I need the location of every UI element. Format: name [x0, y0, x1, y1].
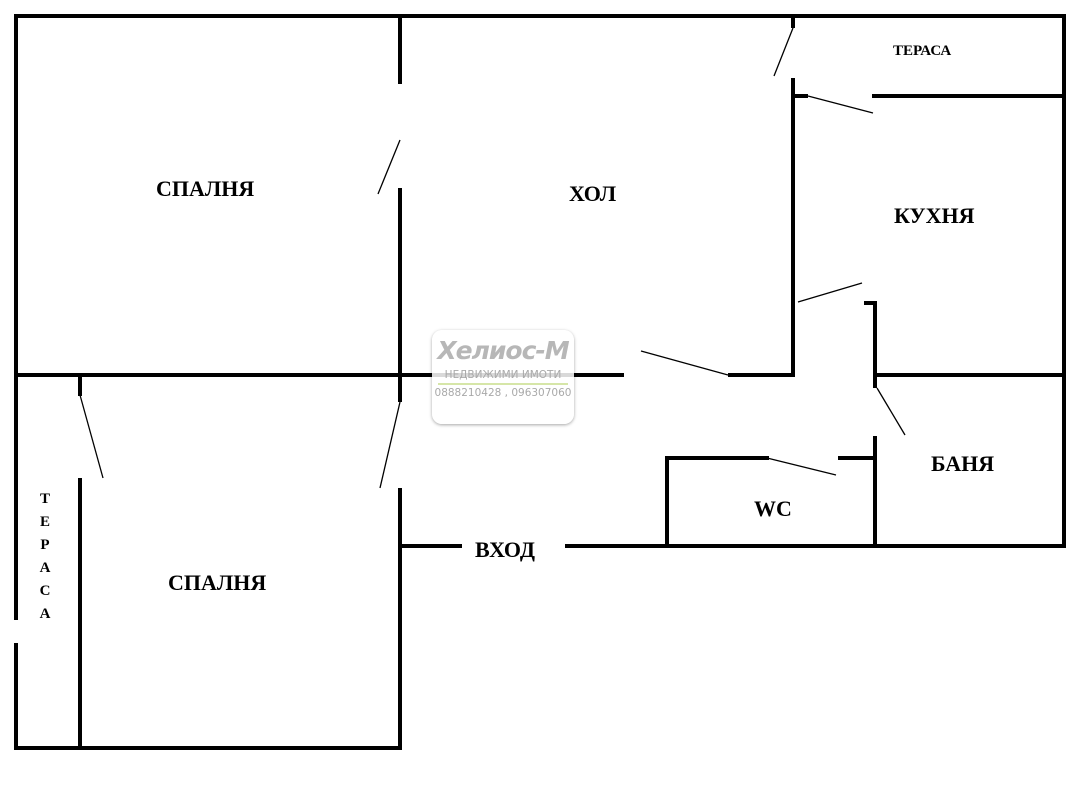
watermark-brand: Хелиос-М — [437, 336, 569, 365]
room-label-bedroom-bottom: СПАЛНЯ — [168, 570, 267, 595]
room-label-bathroom: БАНЯ — [931, 451, 995, 476]
room-label-terrace-top: ТЕРАСА — [893, 43, 952, 59]
watermark-phones: 0888210428 , 096307060 — [434, 387, 572, 399]
room-label-hall: ХОЛ — [569, 181, 617, 206]
room-label-kitchen: КУХНЯ — [894, 203, 975, 228]
watermark-logo: Хелиос-М НЕДВИЖИМИ ИМОТИ 0888210428 , 09… — [432, 330, 574, 424]
room-label-bedroom-top: СПАЛНЯ — [156, 176, 255, 201]
entrance-label: ВХОД — [475, 537, 536, 562]
room-label-terrace-left: ТЕРАСА — [39, 491, 51, 622]
room-label-wc: WC — [754, 496, 792, 521]
watermark-subtitle: НЕДВИЖИМИ ИМОТИ — [438, 369, 568, 385]
doors — [79, 27, 906, 489]
